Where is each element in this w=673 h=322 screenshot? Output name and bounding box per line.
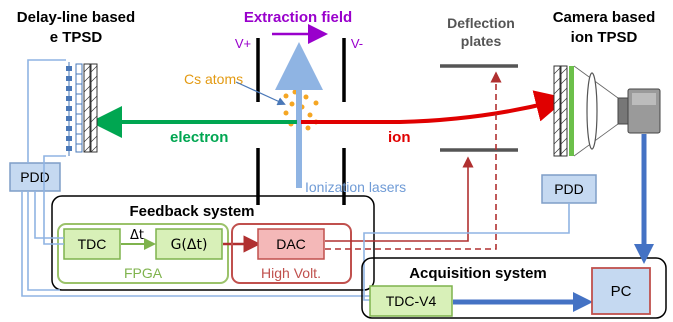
gain-function-label: G(Δt) — [171, 237, 208, 253]
ion-label: ion — [388, 129, 411, 146]
right-detector-heading-line1: Camera based — [553, 9, 656, 26]
camera-icon — [617, 88, 661, 134]
fpga-label: FPGA — [124, 265, 163, 281]
delta-t-label: Δt — [130, 228, 144, 243]
cs-atoms-pointer — [235, 81, 286, 106]
dac-box — [257, 228, 325, 260]
acquisition-system-title: Acquisition system — [409, 265, 547, 282]
v-minus-label: V- — [351, 36, 363, 51]
left-detector-heading-line1: Delay-line based — [17, 9, 135, 26]
dac-to-bottom-plate-line — [325, 156, 474, 242]
tdc-box — [63, 228, 121, 260]
pdd-right-label: PDD — [554, 181, 584, 197]
electron-label: electron — [170, 129, 228, 146]
pdd-right-box — [541, 174, 597, 204]
feedback-system-title: Feedback system — [129, 203, 254, 220]
signal-wiring — [21, 59, 570, 301]
dac-to-top-plate-line — [325, 71, 502, 250]
fpga-frame — [57, 223, 229, 284]
v-plus-label: V+ — [235, 36, 251, 51]
pc-box — [591, 267, 651, 315]
left-detector-heading-line2: e TPSD — [50, 29, 103, 46]
deflection-heading-line2: plates — [461, 33, 502, 49]
cs-atoms-label: Cs atoms — [184, 71, 243, 87]
ion-arrow — [301, 90, 568, 124]
tdc-v4-box — [369, 285, 453, 317]
high-voltage-label: High Volt. — [261, 265, 321, 281]
acquisition-system-frame — [361, 257, 667, 319]
camera-detector — [553, 65, 619, 157]
deflection-heading-line1: Deflection — [447, 15, 515, 31]
tdc-label: TDC — [78, 236, 107, 252]
extraction-field-label: Extraction field — [244, 9, 352, 26]
dac-label: DAC — [276, 236, 306, 252]
gain-function-box — [155, 228, 223, 260]
right-detector-heading-line2: ion TPSD — [571, 29, 638, 46]
ionization-lasers-label: Ionization lasers — [305, 179, 406, 195]
pdd-left-label: PDD — [20, 169, 50, 185]
feedback-system-frame — [51, 195, 375, 291]
tdc-v4-label: TDC-V4 — [386, 293, 437, 309]
high-voltage-frame — [231, 223, 352, 284]
pc-label: PC — [611, 283, 632, 300]
delay-line-detector — [66, 62, 98, 156]
